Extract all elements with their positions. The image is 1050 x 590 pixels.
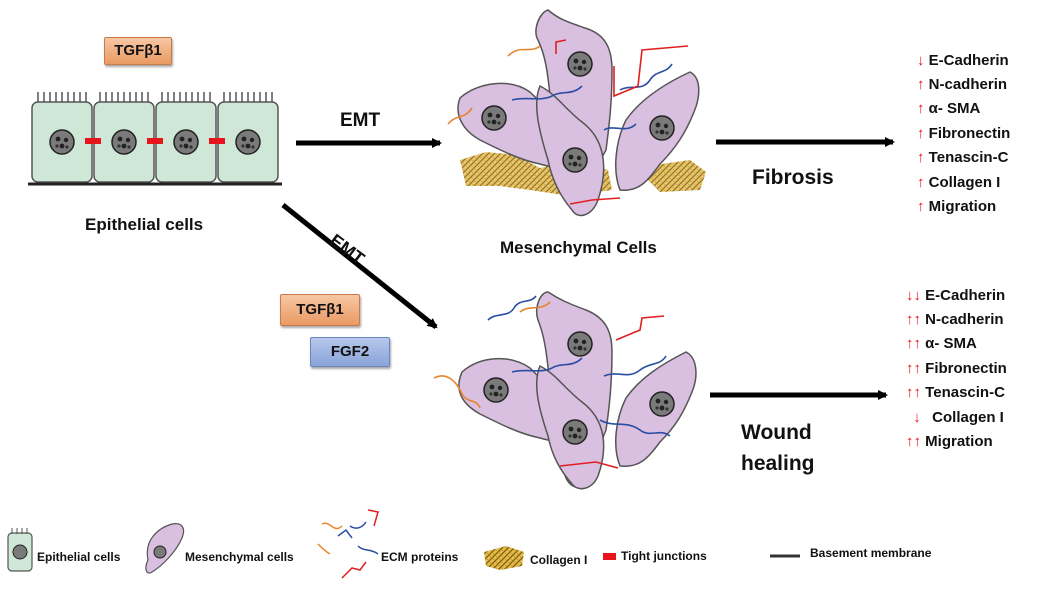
marker-name: Collagen I — [932, 409, 1004, 426]
marker-name: E-Cadherin — [925, 287, 1006, 304]
wound-marker: ↓ Collagen I — [906, 409, 1004, 426]
tight-junction — [209, 138, 225, 144]
marker-arrow: ↑ — [917, 149, 925, 166]
marker-name: Tenascin-C — [928, 149, 1009, 166]
fgf2-badge: FGF2 — [310, 337, 390, 367]
mesenchymal-cluster-bottom — [433, 291, 697, 490]
mesenchymal-cluster-top — [447, 9, 706, 217]
tight-junction — [85, 138, 101, 144]
wound-marker: ↑↑ α- SMA — [906, 335, 977, 352]
marker-arrow: ↑↑ — [906, 335, 921, 352]
legend-ecm-icon — [317, 509, 379, 579]
legend-collagen-label: Collagen I — [530, 553, 588, 567]
epithelial-cells-label: Epithelial cells — [85, 215, 204, 234]
marker-arrow: ↑↑ — [906, 384, 921, 401]
fibrosis-marker: ↑ Collagen I — [917, 174, 1000, 191]
emt-top-label: EMT — [340, 110, 381, 131]
legend-tight-junctions-label: Tight junctions — [621, 549, 707, 563]
legend-collagen-icon — [484, 546, 524, 570]
wound-marker: ↑↑ Fibronectin — [906, 360, 1007, 377]
marker-name: α- SMA — [928, 100, 981, 117]
wound-marker: ↑↑ N-cadherin — [906, 311, 1004, 328]
fibrosis-marker: ↑ Migration — [917, 198, 996, 215]
marker-arrow: ↑↑ — [906, 360, 921, 377]
tgfb1-top-badge: TGFβ1 — [104, 37, 172, 65]
wound-marker: ↑↑ Migration — [906, 433, 993, 450]
marker-name: Migration — [925, 433, 993, 450]
fibrosis-marker: ↑ N-cadherin — [917, 76, 1007, 93]
marker-name: Fibronectin — [925, 360, 1007, 377]
healing-label: healing — [741, 452, 815, 475]
legend-tight-junction-icon — [603, 553, 616, 560]
tight-junction — [147, 138, 163, 144]
marker-arrow: ↓↓ — [906, 287, 921, 304]
marker-name: E-Cadherin — [928, 52, 1009, 69]
wound-label: Wound — [741, 421, 812, 444]
marker-name: N-cadherin — [925, 311, 1004, 328]
legend-basement-membrane-label: Basement membrane — [810, 546, 932, 560]
fibrosis-label: Fibrosis — [752, 166, 834, 189]
fibrosis-marker: ↑ α- SMA — [917, 100, 980, 117]
legend-ecm-label: ECM proteins — [381, 550, 459, 564]
marker-name: α- SMA — [925, 335, 977, 352]
wound-marker: ↓↓ E-Cadherin — [906, 287, 1005, 304]
marker-arrow: ↑ — [917, 174, 925, 191]
marker-name: Migration — [928, 198, 997, 215]
marker-name: Collagen I — [928, 174, 1001, 191]
marker-arrow: ↑ — [917, 76, 925, 93]
legend-mesenchymal-label: Mesenchymal cells — [185, 550, 294, 564]
epithelial-cell-layer — [28, 92, 282, 186]
legend-epithelial-label: Epithelial cells — [37, 550, 121, 564]
marker-name: N-cadherin — [928, 76, 1008, 93]
marker-arrow: ↑ — [917, 100, 925, 117]
marker-arrow: ↑ — [917, 198, 925, 215]
fibrosis-marker: ↓ E-Cadherin — [917, 52, 1009, 69]
marker-name: Tenascin-C — [925, 384, 1005, 401]
marker-arrow: ↑↑ — [906, 433, 921, 450]
marker-name: Fibronectin — [928, 125, 1011, 142]
marker-arrow: ↓ — [913, 409, 921, 426]
marker-arrow: ↑ — [917, 125, 925, 142]
tgfb1-bottom-badge: TGFβ1 — [280, 294, 360, 326]
fibrosis-marker: ↑ Fibronectin — [917, 125, 1010, 142]
fibrosis-marker: ↑ Tenascin-C — [917, 149, 1008, 166]
wound-marker: ↑↑ Tenascin-C — [906, 384, 1005, 401]
emt-arrow-diagonal — [281, 203, 438, 329]
mesenchymal-cells-label: Mesenchymal Cells — [500, 238, 657, 257]
marker-arrow: ↓ — [917, 52, 925, 69]
legend-graphics — [7, 509, 800, 579]
marker-arrow: ↑↑ — [906, 311, 921, 328]
